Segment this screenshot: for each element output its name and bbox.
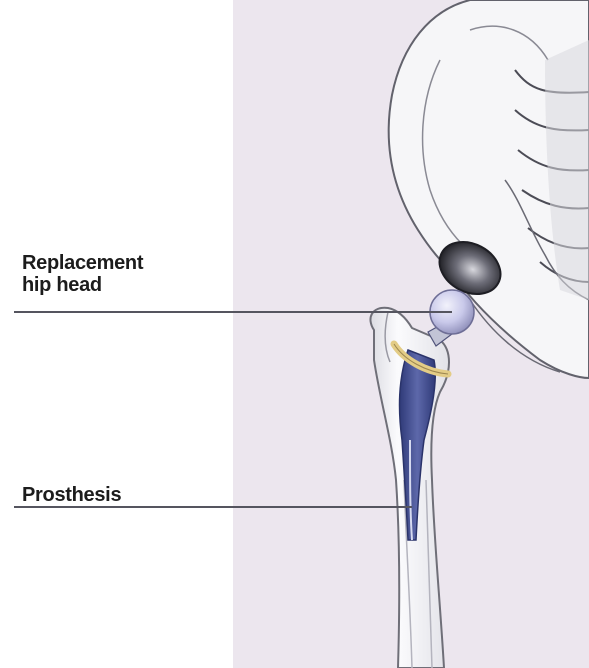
head-label-line2: hip head bbox=[22, 274, 143, 296]
prosthesis-label: Prosthesis bbox=[22, 484, 121, 506]
replacement-hip-head-label: Replacement hip head bbox=[22, 252, 143, 296]
head-label-line1: Replacement bbox=[22, 252, 143, 274]
pelvis-illustration bbox=[389, 0, 589, 378]
